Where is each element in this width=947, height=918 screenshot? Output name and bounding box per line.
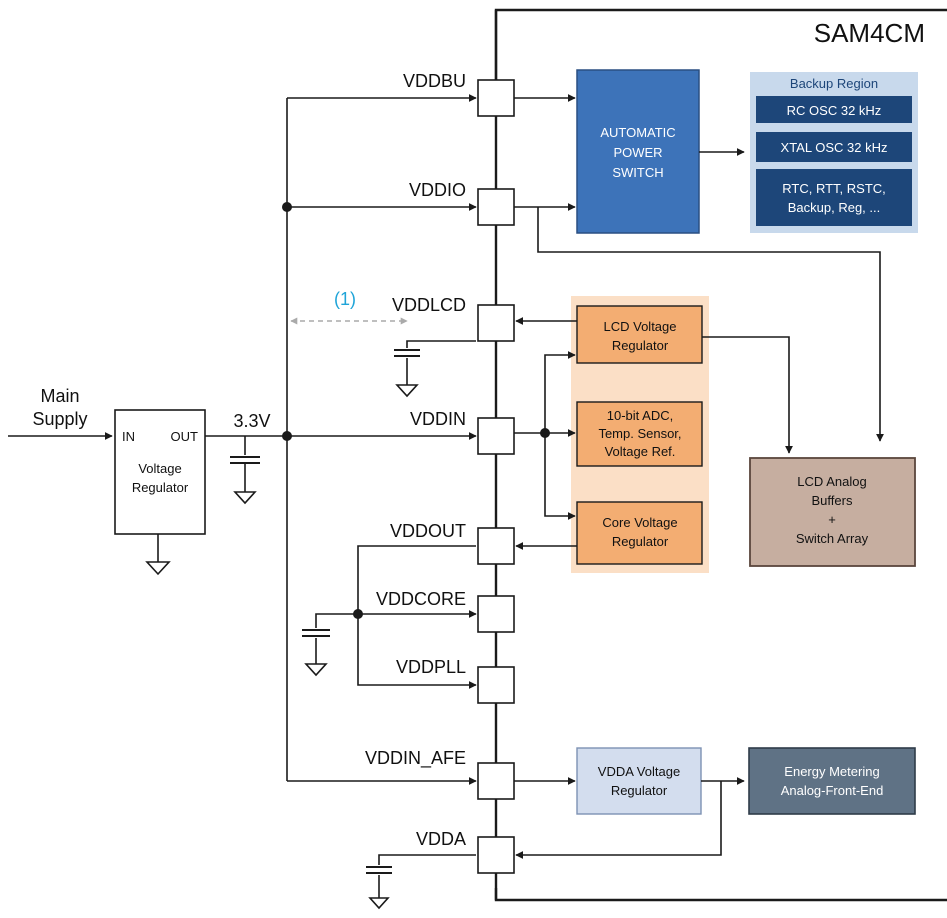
lcd-buffers-label: Buffers — [812, 493, 853, 508]
vdda-voltage-regulator — [576, 747, 702, 815]
regulator-out-label: OUT — [171, 429, 199, 444]
lcd-reg-label: Regulator — [612, 338, 669, 353]
adc-label: 10-bit ADC, — [607, 408, 673, 423]
main-supply-label: Main — [40, 386, 79, 406]
pin-vddio: VDDIO — [409, 180, 466, 200]
core-reg-label: Regulator — [612, 534, 669, 549]
core-reg-label: Core Voltage — [602, 515, 677, 530]
pin-vddin: VDDIN — [410, 409, 466, 429]
vddcore-capacitor-icon — [302, 613, 358, 677]
backup-region-title: Backup Region — [790, 76, 878, 91]
afe-label: Analog-Front-End — [781, 783, 884, 798]
pin-vddbu: VDDBU — [403, 71, 466, 91]
vddio-to-lcd-buffers-wire — [537, 207, 884, 442]
pin-box-vdda — [477, 836, 515, 874]
pin-vddout: VDDOUT — [390, 521, 466, 541]
rtc-label: Backup, Reg, ... — [788, 200, 881, 215]
junction-dot — [282, 431, 292, 441]
pin-vddlcd: VDDLCD — [392, 295, 466, 315]
pin-vddin-afe: VDDIN_AFE — [365, 748, 466, 769]
rtc-label: RTC, RTT, RSTC, — [782, 181, 886, 196]
pin-vddpll: VDDPLL — [396, 657, 466, 677]
adc-label: Temp. Sensor, — [598, 426, 681, 441]
regulator-ground-icon — [145, 534, 171, 576]
vddin-to-lcd-reg-arrow — [544, 351, 576, 433]
pin-box-vddio — [477, 188, 515, 226]
adc-label: Voltage Ref. — [605, 444, 676, 459]
vdda-capacitor-icon — [366, 854, 476, 910]
supply-capacitor-icon — [230, 436, 260, 505]
lcd-buffers-label: LCD Analog — [797, 474, 866, 489]
core-voltage-regulator — [576, 501, 703, 565]
lcd-analog-buffers — [749, 457, 916, 567]
supply-voltage-label: 3.3V — [233, 411, 270, 431]
regulator-name: Voltage — [138, 461, 181, 476]
automatic-power-switch — [576, 69, 700, 234]
regulator-name: Regulator — [132, 480, 189, 495]
vdda-reg-label: Regulator — [611, 783, 668, 798]
pin-box-vddbu — [477, 79, 515, 117]
regulator-in-label: IN — [122, 429, 135, 444]
voltage-regulator — [114, 409, 206, 535]
pin-box-vddlcd — [477, 304, 515, 342]
xtal-osc-label: XTAL OSC 32 kHz — [781, 140, 888, 155]
xtal-osc-block — [756, 132, 912, 162]
lcd-reg-to-buffers-wire — [702, 336, 793, 454]
aps-label: AUTOMATIC — [600, 125, 675, 140]
rc-osc-block — [756, 96, 912, 123]
afe-label: Energy Metering — [784, 764, 879, 779]
pin-vdda: VDDA — [416, 829, 466, 849]
note-marker: (1) — [334, 289, 356, 309]
lcd-buffers-label: + — [828, 512, 836, 527]
vddin-to-core-reg-arrow — [544, 433, 576, 520]
pin-box-vddin-afe — [477, 762, 515, 800]
pin-box-vddcore — [477, 595, 515, 633]
energy-metering-afe — [748, 747, 916, 815]
aps-label: SWITCH — [612, 165, 663, 180]
main-supply-label: Supply — [32, 409, 87, 429]
rtc-block — [756, 169, 912, 226]
lcd-buffers-label: Switch Array — [796, 531, 869, 546]
vdda-reg-label: VDDA Voltage — [598, 764, 680, 779]
pin-vddcore: VDDCORE — [376, 589, 466, 609]
vdda-reg-to-vdda-pin-wire — [515, 781, 722, 859]
adc-block — [576, 401, 703, 467]
chip-name: SAM4CM — [814, 18, 925, 48]
pin-box-vddout — [477, 527, 515, 565]
pin-box-vddin — [477, 417, 515, 455]
pin-box-vddpll — [477, 666, 515, 704]
rc-osc-label: RC OSC 32 kHz — [787, 103, 882, 118]
lcd-voltage-regulator — [576, 305, 703, 364]
lcd-reg-label: LCD Voltage — [604, 319, 677, 334]
vddlcd-capacitor-icon — [394, 340, 476, 398]
aps-label: POWER — [613, 145, 662, 160]
